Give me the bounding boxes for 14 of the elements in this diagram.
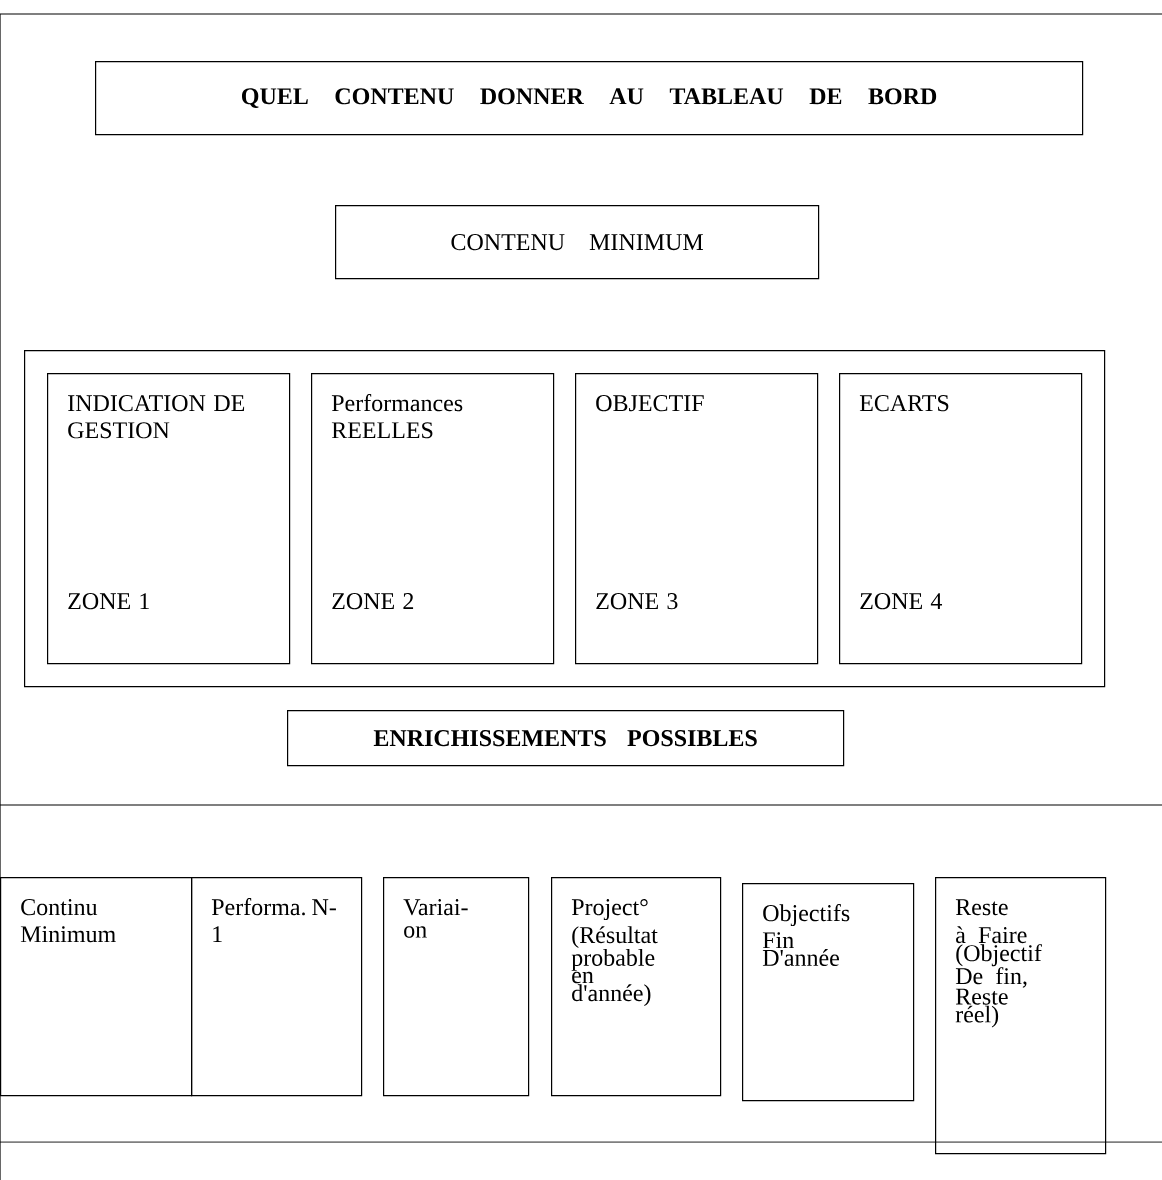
column-box: Variai- on <box>383 877 530 1097</box>
column-box: Objectifs Fin D'année <box>742 883 915 1102</box>
title-box: QUEL CONTENU DONNER AU TABLEAU DE BORD <box>95 61 1084 136</box>
column-box: Reste à Faire (Objectif De fin, Reste réel) <box>935 877 1107 1155</box>
zone-box: OBJECTIF ZONE 3 <box>575 373 819 665</box>
zone-box: INDICATION DE GESTION ZONE 1 <box>47 373 291 665</box>
heading-box: CONTENU MINIMUM <box>335 205 820 280</box>
zone-box: ECARTS ZONE 4 <box>839 373 1083 665</box>
zone-panel <box>24 350 1106 688</box>
column-box: Performa. N-1 <box>191 877 363 1097</box>
heading-box: ENRICHISSEMENTS POSSIBLES <box>287 710 845 767</box>
zone-box: Performances REELLES ZONE 2 <box>311 373 555 665</box>
column-box: Continu Minimum <box>0 877 193 1097</box>
column-box: Project° (Résultat probable en d'année) <box>551 877 722 1097</box>
